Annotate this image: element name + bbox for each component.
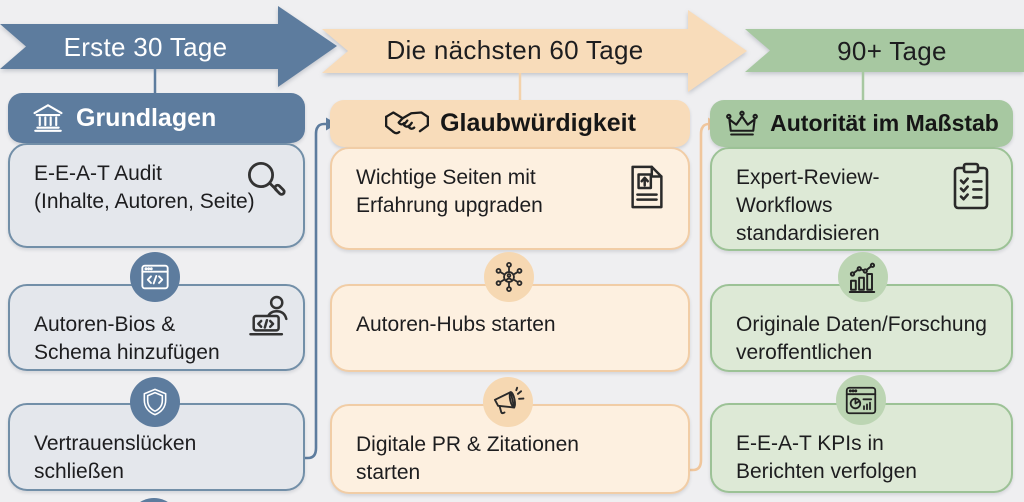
connector-phase1-to-phase2 <box>303 122 329 460</box>
clipboard-icon <box>949 159 993 215</box>
phase1-arrow <box>0 6 337 87</box>
megaphone-icon <box>489 386 527 418</box>
card-digitale-pr-text: Digitale PR & Zitationen starten <box>356 433 579 485</box>
doc-upload-icon <box>624 159 670 215</box>
phase3-arrow-label: 90+ Tage <box>837 36 947 66</box>
phase3-header: Autorität im Maßstab <box>710 100 1013 147</box>
hub-icon <box>491 259 527 295</box>
badge-code-window <box>130 252 180 302</box>
phase2-arrow-label: Die nächsten 60 Tage <box>386 35 644 65</box>
dashboard-icon <box>843 384 879 417</box>
chart-icon <box>845 259 881 295</box>
card-autoren-hubs-text: Autoren-Hubs starten <box>356 313 556 336</box>
phase2-header: Glaubwürdigkeit <box>330 100 690 147</box>
card-wichtige-seiten-text: Wichtige Seiten mit Erfahrung upgraden <box>356 166 543 218</box>
shield-icon <box>139 385 171 419</box>
phase3-arrow <box>745 29 1024 72</box>
phase2-arrow <box>322 10 747 92</box>
code-window-icon <box>139 262 171 292</box>
card-eeat-audit-text: E-E-A-T Audit (Inhalte, Autoren, Seite) <box>34 162 255 214</box>
handshake-icon <box>384 108 430 140</box>
phase1-arrow-label: Erste 30 Tage <box>63 32 228 62</box>
badge-chart <box>838 252 888 302</box>
card-eeat-kpis: E-E-A-T KPIs in Berichten verfolgen <box>710 403 1013 493</box>
badge-hub <box>484 252 534 302</box>
card-eeat-audit: E-E-A-T Audit (Inhalte, Autoren, Seite) <box>8 143 305 248</box>
phase2-header-label: Glaubwürdigkeit <box>440 109 636 137</box>
card-eeat-kpis-text: E-E-A-T KPIs in Berichten verfolgen <box>736 432 917 484</box>
bank-icon <box>30 101 66 135</box>
person-laptop-icon <box>247 288 293 344</box>
search-icon <box>241 155 289 205</box>
card-vertrauensluecken-text: Vertrauenslücken schließen <box>34 432 197 484</box>
phase1-bottom-partial-badge <box>140 498 168 502</box>
badge-shield <box>130 377 180 427</box>
crown-icon <box>724 108 760 140</box>
card-expert-review-text: Expert-Review- Workflows standardisieren <box>736 166 880 246</box>
card-wichtige-seiten: Wichtige Seiten mit Erfahrung upgraden <box>330 147 690 250</box>
badge-report-dashboard <box>836 375 886 425</box>
card-expert-review: Expert-Review- Workflows standardisieren <box>710 147 1013 251</box>
phase3-header-label: Autorität im Maßstab <box>770 110 999 136</box>
card-vertrauensluecken: Vertrauenslücken schließen <box>8 403 305 491</box>
phase1-header-label: Grundlagen <box>76 103 217 132</box>
card-originale-daten-text: Originale Daten/Forschung veroffentliche… <box>736 313 987 365</box>
connector-phase2-to-phase3 <box>688 122 712 472</box>
card-autoren-bios-text: Autoren-Bios & Schema hinzufügen <box>34 313 220 365</box>
badge-megaphone <box>483 377 533 427</box>
phase1-header: Grundlagen <box>8 93 305 143</box>
